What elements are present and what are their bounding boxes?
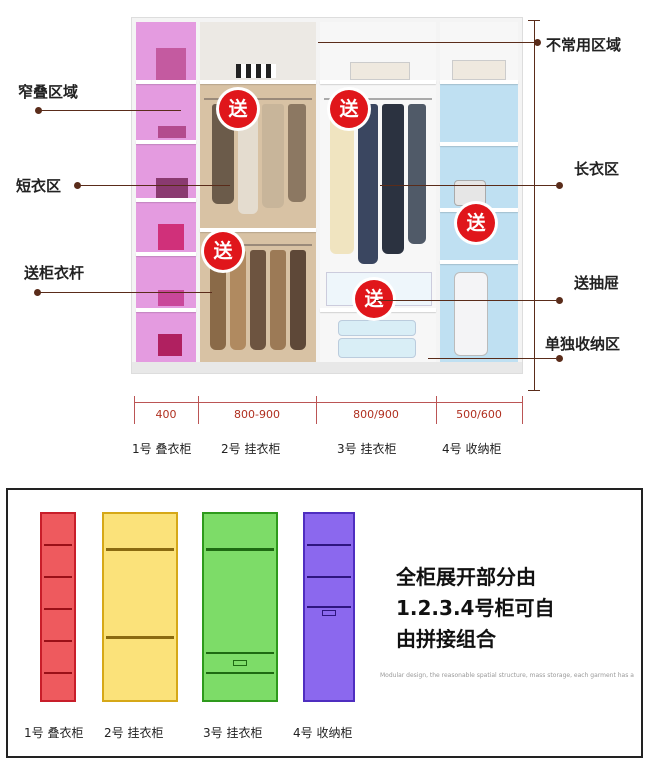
section-hanging-2 [320,22,436,362]
module-1 [40,512,76,702]
annotation-short-clothes: 短衣区 [16,177,62,195]
module-label-1: 1号 叠衣柜 [24,726,84,740]
description-line-3: 由拼接组合 [396,627,496,651]
gift-badge-top-middle: 送 [330,90,368,128]
annotation-rod: 送柜衣杆 [24,264,85,282]
modules-panel: 1号 叠衣柜 2号 挂衣柜 3号 挂衣柜 4号 收纳柜 全柜展开部分由 1.2.… [6,488,643,758]
annotation-drawer: 送抽屉 [574,274,620,292]
description-line-1: 全柜展开部分由 [396,565,536,589]
dimension-bar [134,402,522,403]
module-label-3: 3号 挂衣柜 [203,726,263,740]
section-storage [440,22,518,362]
module-3 [202,512,278,702]
module-label-4: 4号 收纳柜 [293,726,353,740]
dimension-3: 800/900 [353,408,399,421]
cabinet-label-4: 4号 收纳柜 [442,442,502,456]
module-2 [102,512,178,702]
cabinet-label-3: 3号 挂衣柜 [337,442,397,456]
section-folding [136,22,196,362]
annotation-long-clothes: 长衣区 [574,160,620,178]
module-label-2: 2号 挂衣柜 [104,726,164,740]
gift-badge-right: 送 [457,204,495,242]
dimension-4: 500/600 [456,408,502,421]
annotation-folding: 窄叠区域 [18,83,79,101]
description-line-2: 1.2.3.4号柜可自 [396,596,555,620]
wardrobe-illustration [132,18,522,373]
dimension-1: 400 [155,408,177,421]
cabinet-label-1: 1号 叠衣柜 [132,442,192,456]
dimension-2: 800-900 [234,408,280,421]
annotation-not-common: 不常用区域 [546,36,622,54]
annotation-storage: 单独收纳区 [545,335,621,353]
small-print: Modular design, the reasonable spatial s… [380,672,634,679]
section-hanging-1 [200,22,316,362]
gift-badge-drawer: 送 [355,280,393,318]
cabinet-label-2: 2号 挂衣柜 [221,442,281,456]
gift-badge-rod: 送 [204,232,242,270]
gift-badge-top-left: 送 [219,90,257,128]
module-4 [303,512,355,702]
